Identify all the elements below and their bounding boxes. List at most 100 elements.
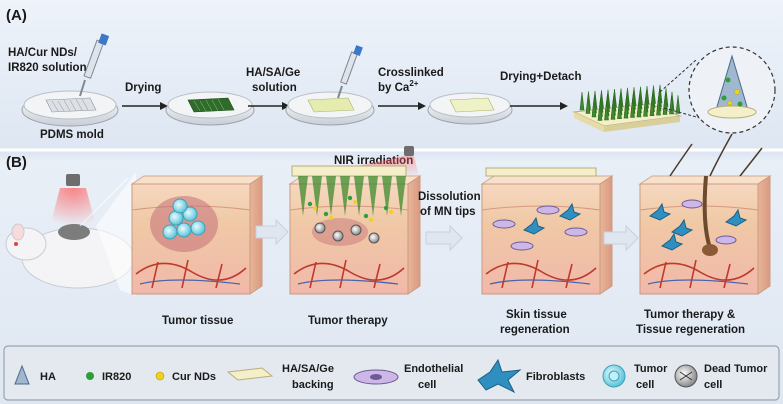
solution-2-label: HA/SA/Ge solution xyxy=(246,67,304,94)
microneedle xyxy=(585,95,591,114)
tumor-cell xyxy=(176,222,192,238)
microneedle xyxy=(630,99,635,118)
endothelial-cell xyxy=(536,205,560,215)
tumor-tissue-block xyxy=(130,175,264,295)
fibroblast-icon xyxy=(477,358,522,394)
svg-text:Fibroblasts: Fibroblasts xyxy=(526,371,585,383)
tumor-cell xyxy=(162,224,178,240)
microneedle xyxy=(579,91,585,111)
pdms-mold-dish xyxy=(21,90,119,127)
panel-a-tag: (A) xyxy=(6,7,27,24)
vessel xyxy=(485,262,597,281)
crosslink-label: Crosslinked by Ca2+ xyxy=(378,67,447,94)
fibroblast xyxy=(522,216,546,235)
vessel xyxy=(293,262,405,281)
crosslinked-mold-dish xyxy=(427,92,513,125)
fibroblast xyxy=(724,208,748,227)
microneedle xyxy=(636,98,642,118)
patch-backing xyxy=(291,165,407,177)
detach-label: Drying+Detach xyxy=(500,71,581,83)
microneedle xyxy=(354,176,364,216)
skin-surface xyxy=(130,175,264,185)
microneedle xyxy=(643,98,648,117)
ir820-dot xyxy=(347,195,353,201)
microneedle xyxy=(675,95,681,114)
hair-strand xyxy=(739,147,763,177)
svg-text:IR820: IR820 xyxy=(102,371,131,383)
vein xyxy=(139,279,241,285)
hair-bulb xyxy=(702,244,718,256)
needle-zoom-circle xyxy=(659,46,776,134)
cur-dot xyxy=(389,210,393,214)
legend-ir820: IR820 xyxy=(86,371,131,383)
filled-mold-dish xyxy=(285,91,375,126)
process-arrow-3 xyxy=(603,224,639,252)
ir820-icon xyxy=(86,372,94,380)
ir820-dot xyxy=(323,211,329,217)
pdms-mold-label: PDMS mold xyxy=(40,129,104,141)
microneedle xyxy=(298,176,308,216)
dead-tumor-cell xyxy=(368,232,380,244)
ir820-dot xyxy=(363,213,369,219)
legend-fibroblasts: Fibroblasts xyxy=(477,358,585,394)
dissolution-label: Dissolution of MN tips xyxy=(418,191,484,218)
dermis-line xyxy=(481,205,601,211)
legend-ha: HA xyxy=(14,364,56,385)
microneedle xyxy=(382,176,392,216)
patch-backing xyxy=(485,167,597,177)
endothelial-cell xyxy=(681,199,703,209)
cur-dot xyxy=(329,216,333,220)
svg-text:Endothelial cell: Endothelial cell xyxy=(404,363,466,391)
skin-surface xyxy=(480,175,614,185)
cur-dot xyxy=(313,206,317,210)
microneedle xyxy=(656,97,661,116)
caption-therapy-regeneration: Tumor therapy & Tissue regeneration xyxy=(636,309,745,336)
drying-label: Drying xyxy=(125,82,161,94)
svg-text:HA: HA xyxy=(40,371,56,383)
endothelial-cell xyxy=(492,219,516,229)
vein xyxy=(297,279,399,285)
microneedle xyxy=(662,96,668,115)
tumor-cell xyxy=(172,198,188,214)
panel-b-tag: (B) xyxy=(6,154,27,171)
vessel xyxy=(135,262,247,281)
skin-side xyxy=(407,175,421,295)
blood-vessels xyxy=(293,259,405,289)
tumor-cell xyxy=(190,220,206,236)
hair-strand xyxy=(709,133,733,177)
cur-nds-icon xyxy=(155,371,165,381)
fibroblast xyxy=(648,202,672,221)
svg-text:HA/SA/Ge backing: HA/SA/Ge backing xyxy=(282,363,337,391)
vein xyxy=(489,279,591,285)
therapy-regeneration-block xyxy=(638,133,772,295)
legend-endothelial: Endothelial cell xyxy=(353,363,466,391)
blood-vessels xyxy=(135,259,247,289)
hair-strand xyxy=(669,143,693,177)
skin-front xyxy=(481,183,601,295)
tumor-therapy-block xyxy=(288,165,422,295)
fibroblast xyxy=(670,218,694,237)
zoom-wedge xyxy=(96,172,136,296)
solution-1-label: HA/Cur NDs/ IR820 solution xyxy=(8,47,87,74)
process-arrow-2 xyxy=(425,224,463,252)
vessel xyxy=(659,259,731,289)
ha-icon xyxy=(14,364,30,385)
arrow-1 xyxy=(122,102,168,110)
microneedle xyxy=(649,97,655,116)
microneedle xyxy=(312,176,322,216)
vein xyxy=(647,279,749,285)
microneedle xyxy=(604,101,609,121)
skin-side xyxy=(757,175,771,295)
mouse-illustration xyxy=(5,174,146,291)
microneedle xyxy=(396,176,406,216)
hair-follicle xyxy=(702,175,712,249)
microneedle xyxy=(368,176,378,216)
legend-backing: HA/SA/Ge backing xyxy=(226,363,337,391)
vessel xyxy=(309,259,381,289)
vessel xyxy=(501,259,573,289)
microneedle-patch xyxy=(572,84,682,132)
legend-tumor-cell: Tumor cell xyxy=(602,363,668,391)
dead-tumor-cell xyxy=(314,222,326,234)
